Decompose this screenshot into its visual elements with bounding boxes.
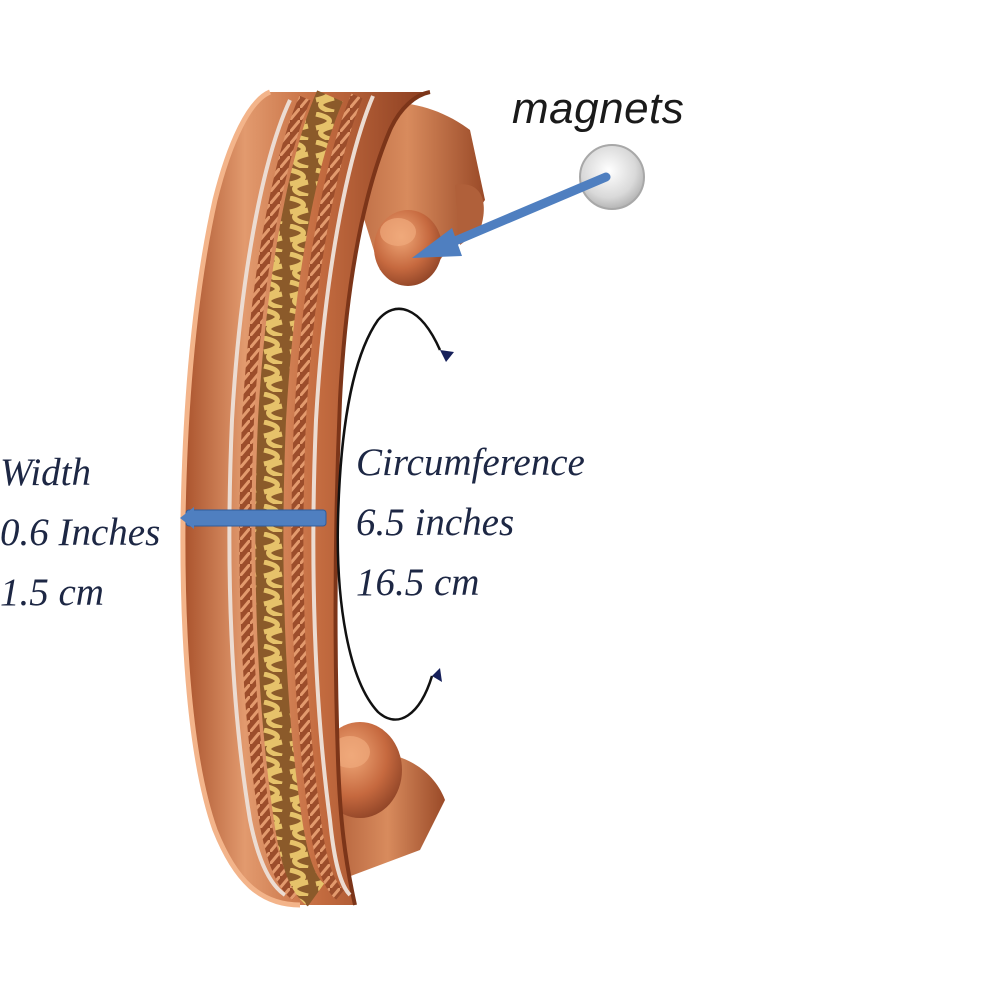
circumference-annotation: Circumference 6.5 inches 16.5 cm: [356, 433, 585, 613]
width-cm: 1.5 cm: [0, 571, 104, 614]
width-inches: 0.6 Inches: [0, 511, 161, 554]
magnet-arrow-icon: [412, 172, 611, 258]
circumference-cm: 16.5 cm: [356, 561, 480, 604]
width-bar-icon: [180, 507, 327, 529]
circumference-title: Circumference: [356, 441, 585, 484]
circumference-arc-icon: [336, 307, 454, 721]
width-annotation: Width 0.6 Inches 1.5 cm: [0, 443, 160, 623]
width-title: Width: [0, 451, 92, 494]
magnets-label: magnets: [512, 84, 685, 133]
magnet-disc-icon: [579, 144, 645, 210]
circumference-inches: 6.5 inches: [356, 501, 515, 544]
